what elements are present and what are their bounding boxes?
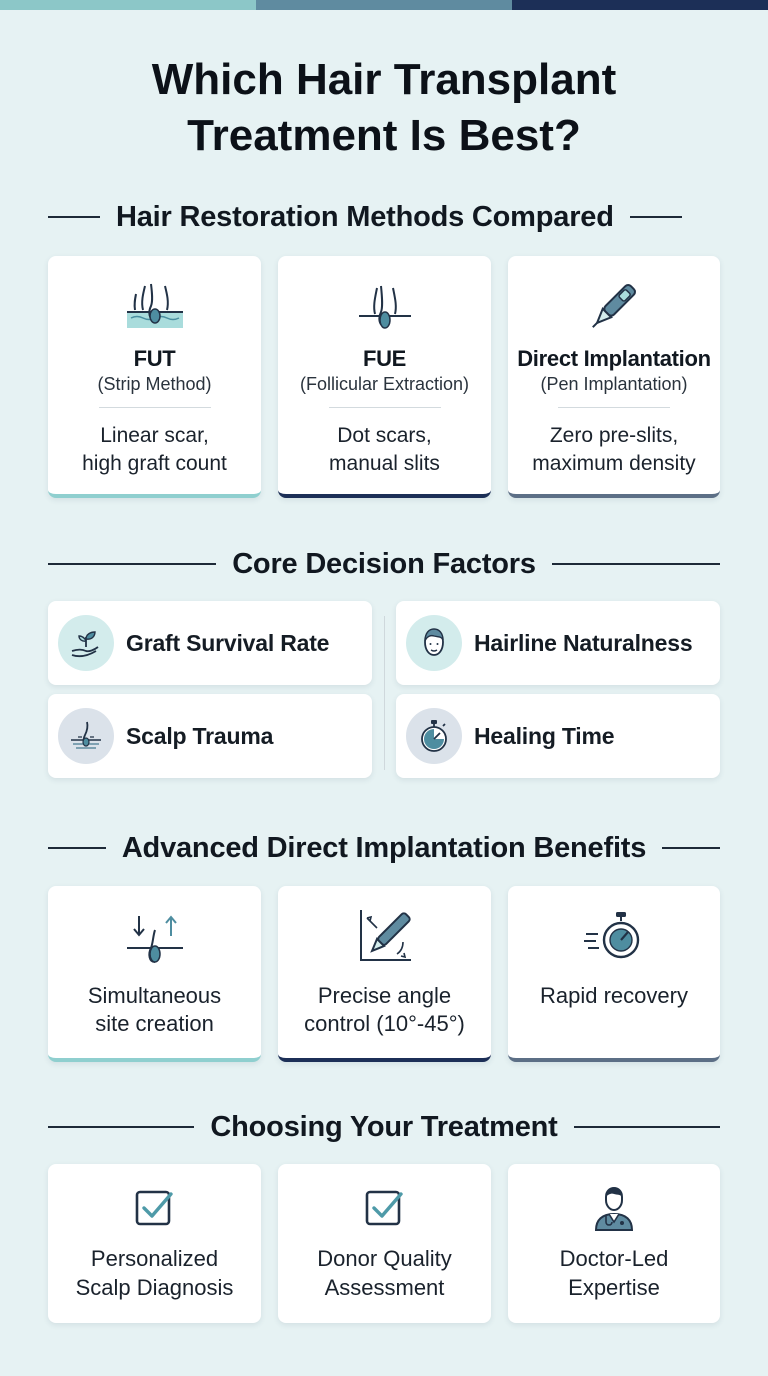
method-subtitle: (Follicular Extraction) xyxy=(299,374,470,394)
method-description-line2: manual slits xyxy=(329,452,440,475)
benefit-text: Precise angle control (10°-45°) xyxy=(278,982,491,1038)
benefit-text-line1: Precise angle xyxy=(317,983,452,1008)
benefit-text-line1: Simultaneous xyxy=(87,983,222,1008)
divider-line xyxy=(48,1126,195,1128)
factor-scalp-trauma: Scalp Trauma xyxy=(48,694,372,778)
factor-label: Graft Survival Rate xyxy=(126,629,330,656)
card-divider xyxy=(328,407,441,408)
section-benefits-header: Advanced Direct Implantation Benefits xyxy=(48,828,720,868)
benefit-text-line2: site creation xyxy=(95,1011,214,1036)
divider-line xyxy=(48,847,106,849)
page-title-line2: Treatment Is Best? xyxy=(187,111,581,160)
choose-card-donor-quality: Donor Quality Assessment xyxy=(278,1164,491,1323)
choose-text-line1: Personalized xyxy=(90,1246,219,1271)
page-title: Which Hair Transplant Treatment Is Best? xyxy=(0,52,768,164)
method-description: Linear scar, high graft count xyxy=(48,422,261,478)
method-description: Dot scars, manual slits xyxy=(278,422,491,478)
divider-line xyxy=(573,1126,721,1128)
section-benefits-title: Advanced Direct Implantation Benefits xyxy=(121,831,647,864)
factor-icon-circle xyxy=(406,615,462,671)
method-name: FUT xyxy=(133,346,176,371)
factor-icon-circle xyxy=(58,708,114,764)
top-bar-slate-segment xyxy=(256,0,512,10)
follicle-arrows-icon xyxy=(126,915,183,963)
method-card-direct-implantation: Direct Implantation (Pen Implantation) Z… xyxy=(508,256,720,498)
choose-text-line1: Donor Quality xyxy=(317,1246,452,1271)
benefit-card-angle-control: Precise angle control (10°-45°) xyxy=(278,886,491,1062)
section-methods-header: Hair Restoration Methods Compared xyxy=(48,197,720,237)
section-factors-header: Core Decision Factors xyxy=(48,544,720,584)
hair-follicle-icon xyxy=(358,285,411,329)
factor-icon-circle xyxy=(406,708,462,764)
method-subtitle: (Pen Implantation) xyxy=(540,374,688,394)
card-divider xyxy=(558,407,670,408)
method-subtitle: (Strip Method) xyxy=(97,374,212,394)
method-card-fut: FUT (Strip Method) Linear scar, high gra… xyxy=(48,256,261,498)
method-description-line2: high graft count xyxy=(82,452,227,475)
top-bar-teal-segment xyxy=(0,0,256,10)
choose-text: Donor Quality Assessment xyxy=(278,1244,491,1302)
angle-pen-icon xyxy=(359,910,411,961)
doctor-icon xyxy=(594,1186,634,1231)
method-description-line1: Zero pre-slits, xyxy=(549,424,679,447)
divider-line xyxy=(48,216,100,218)
vertical-divider xyxy=(384,616,385,770)
section-factors-title: Core Decision Factors xyxy=(232,547,536,580)
card-divider xyxy=(98,407,211,408)
head-icon xyxy=(424,628,444,656)
method-name: Direct Implantation xyxy=(517,346,711,371)
choose-text: Doctor-Led Expertise xyxy=(508,1244,720,1302)
benefit-text: Simultaneous site creation xyxy=(48,982,261,1038)
checkbox-icon xyxy=(135,1190,173,1226)
divider-line xyxy=(48,563,217,565)
choose-text: Personalized Scalp Diagnosis xyxy=(48,1244,261,1302)
choose-card-doctor-led: Doctor-Led Expertise xyxy=(508,1164,720,1323)
factor-graft-survival: Graft Survival Rate xyxy=(48,601,372,685)
benefit-card-rapid-recovery: Rapid recovery xyxy=(508,886,720,1062)
method-description-line1: Linear scar, xyxy=(100,424,209,447)
benefit-text-line2: control (10°-45°) xyxy=(304,1011,465,1036)
choose-text-line2: Assessment xyxy=(324,1275,445,1300)
stopwatch-icon xyxy=(421,720,447,752)
factor-icon-circle xyxy=(58,615,114,671)
method-card-fue: FUE (Follicular Extraction) Dot scars, m… xyxy=(278,256,491,498)
method-name: FUE xyxy=(362,346,407,371)
benefit-text: Rapid recovery xyxy=(508,982,720,1010)
choose-text-line2: Expertise xyxy=(568,1275,660,1300)
factor-label: Hairline Naturalness xyxy=(474,629,693,656)
divider-line xyxy=(662,847,720,849)
checkbox-icon xyxy=(365,1190,403,1226)
fast-stopwatch-icon xyxy=(584,912,640,959)
choose-text-line1: Doctor-Led xyxy=(559,1246,669,1271)
section-choosing-header: Choosing Your Treatment xyxy=(48,1107,721,1147)
top-bar-navy-segment xyxy=(512,0,768,10)
section-methods-title: Hair Restoration Methods Compared xyxy=(116,200,614,233)
implanter-pen-icon xyxy=(592,284,636,328)
factor-hairline-naturalness: Hairline Naturalness xyxy=(396,601,720,685)
section-choosing-title: Choosing Your Treatment xyxy=(210,1110,558,1143)
hand-sprout-icon xyxy=(71,631,99,658)
factor-label: Healing Time xyxy=(474,722,615,749)
factor-label: Scalp Trauma xyxy=(126,722,274,749)
choose-text-line2: Scalp Diagnosis xyxy=(75,1275,234,1300)
top-color-bar xyxy=(0,0,768,10)
benefit-card-site-creation: Simultaneous site creation xyxy=(48,886,261,1062)
method-description-line2: maximum density xyxy=(532,452,696,475)
benefit-text-line1: Rapid recovery xyxy=(540,983,688,1008)
method-description-line1: Dot scars, xyxy=(337,424,432,447)
divider-line xyxy=(551,563,720,565)
factor-healing-time: Healing Time xyxy=(396,694,720,778)
page-title-line1: Which Hair Transplant xyxy=(151,55,617,104)
choose-card-scalp-diagnosis: Personalized Scalp Diagnosis xyxy=(48,1164,261,1323)
hair-follicle-strip-icon xyxy=(126,283,183,328)
method-description: Zero pre-slits, maximum density xyxy=(508,422,720,478)
scalp-follicle-icon xyxy=(71,721,101,749)
divider-line xyxy=(629,216,682,218)
